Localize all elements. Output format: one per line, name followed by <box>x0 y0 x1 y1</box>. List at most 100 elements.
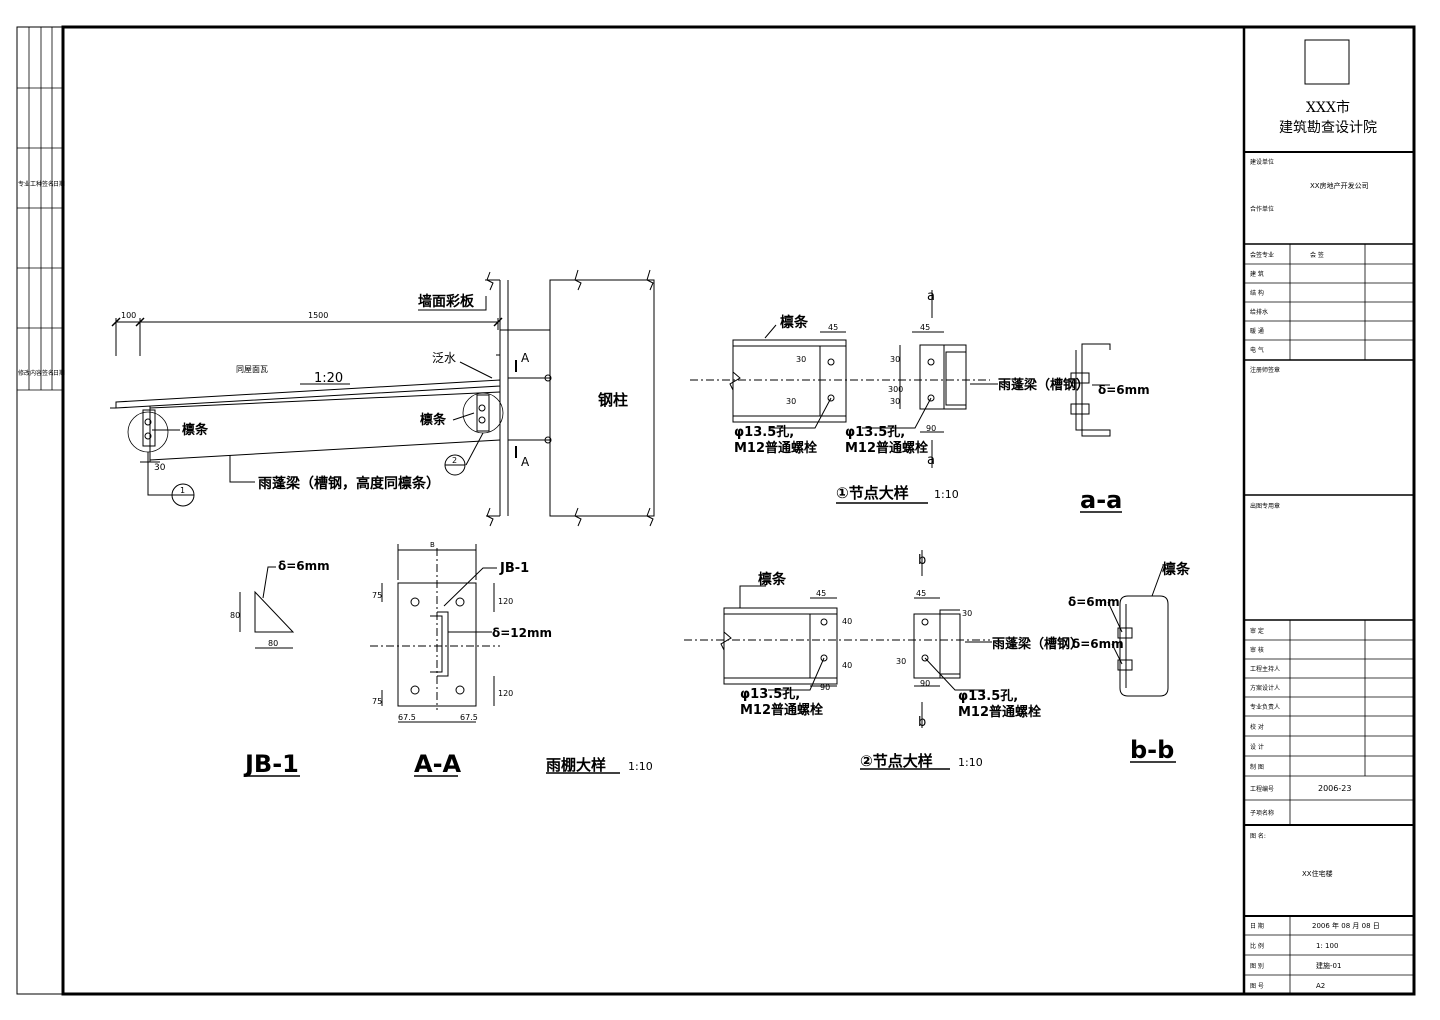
date-label: 日 期 <box>1250 922 1264 930</box>
bolt-spec: M12普通螺栓 <box>734 440 817 456</box>
dim-80: 80 <box>268 639 278 648</box>
dim-90: 90 <box>920 679 930 688</box>
bb-purlin-label: 檩条 <box>1162 561 1191 578</box>
drawing-no-label: 图 别 <box>1250 962 1264 970</box>
dim-75: 75 <box>372 591 382 600</box>
dim-30: 30 <box>890 397 900 406</box>
dim-80: 80 <box>230 611 240 620</box>
role-label: 审 定 <box>1250 627 1264 635</box>
title-block-text: XXX市 建筑勘查设计院 建设单位 XX房地产开发公司 合作单位 会签专业 会 … <box>1250 99 1380 990</box>
hole-spec: φ13.5孔, <box>958 689 1018 704</box>
node2-labels: 檩条 45 45 40 40 30 30 90 90 φ13.5孔, M12普通… <box>740 553 1191 770</box>
cut-mark-b: b <box>918 715 926 730</box>
role-label: 校 对 <box>1250 723 1264 731</box>
slope-label: 1:20 <box>314 371 343 386</box>
sheet-size-label: 图 号 <box>1250 983 1264 990</box>
bb-title: b-b <box>1130 736 1174 764</box>
section-aa-labels: B JB-1 δ=12mm 75 75 120 120 67.5 67.5 A-… <box>372 541 552 778</box>
callout-2: 2 <box>452 456 457 465</box>
scale-label: 比 例 <box>1250 942 1264 950</box>
dim-300: 300 <box>888 385 903 394</box>
dim-100: 100 <box>121 311 136 320</box>
left-margin-strip <box>17 27 63 391</box>
node2-title: ②节点大样 <box>860 752 933 770</box>
dim-40: 40 <box>842 617 852 626</box>
sheet-border <box>16 25 1416 996</box>
discipline-label: 暖 通 <box>1250 327 1264 335</box>
jb1-title: JB-1 <box>243 750 299 778</box>
date-value: 2006 年 08 月 08 日 <box>1312 921 1380 930</box>
cut-mark-a: a <box>927 453 935 468</box>
dim-90: 90 <box>926 424 936 433</box>
node2-detail <box>684 550 1176 770</box>
node1-scale: 1:10 <box>934 488 959 501</box>
margin-top-labels: 专业 工种 签名 日期 修改 内容 签名 日期 <box>18 180 65 377</box>
jb1-labels: δ=6mm 80 80 JB-1 <box>230 559 330 778</box>
node1-detail <box>690 290 1122 513</box>
drawing-name-value: XX住宅楼 <box>1302 869 1333 878</box>
role-label: 设 计 <box>1250 743 1264 751</box>
dim-90: 90 <box>820 683 830 692</box>
sheet-size-value: A2 <box>1316 982 1325 990</box>
margin-label: 日期 <box>53 369 65 377</box>
canopy-labels: 100 1500 墙面彩板 泛水 同屋面瓦 1:20 檩条 檩条 雨蓬梁（槽钢，… <box>121 293 628 495</box>
margin-label: 签名 <box>42 180 54 188</box>
aa-thickness: δ=6mm <box>1098 383 1150 397</box>
jb-ref: JB-1 <box>499 561 529 576</box>
dim-30: 30 <box>896 657 906 666</box>
section-mark-A-bottom: A <box>521 455 530 469</box>
role-label: 审 核 <box>1250 646 1264 654</box>
canopy-elevation <box>110 269 655 527</box>
aa-title: a-a <box>1080 486 1122 514</box>
node2-beam-thickness: δ=6mm <box>1072 637 1124 651</box>
margin-label: 工种 <box>30 180 42 188</box>
client-label: 建设单位 <box>1250 158 1274 166</box>
wall-panel-label: 墙面彩板 <box>418 293 475 310</box>
bolt-spec: M12普通螺栓 <box>740 702 823 718</box>
node1-beam-label: 雨蓬梁（槽钢） <box>998 377 1089 393</box>
discipline-header-value: 会 签 <box>1310 251 1324 259</box>
institute-name: XXX市 <box>1306 99 1350 116</box>
dim-45: 45 <box>916 589 926 598</box>
node1-title: ①节点大样 <box>836 484 909 502</box>
drawing-name-label: 图 名: <box>1250 832 1266 840</box>
jb1-thickness: δ=6mm <box>278 559 330 573</box>
dim-45: 45 <box>920 323 930 332</box>
logo-box <box>1304 39 1350 85</box>
hole-spec: φ13.5孔, <box>740 687 800 702</box>
section-mark-A-top: A <box>521 351 530 365</box>
callout-1: 1 <box>180 486 185 495</box>
cut-mark-a: a <box>927 289 935 304</box>
margin-label: 修改 <box>18 369 30 377</box>
margin-label: 内容 <box>30 369 42 377</box>
aa-section-title: A-A <box>414 750 462 778</box>
drawing-stamp-label: 出图专用章 <box>1250 502 1280 510</box>
flashing-label: 泛水 <box>432 351 456 365</box>
canopy-beam-label: 雨蓬梁（槽钢，高度同檩条） <box>258 475 440 492</box>
bb-thickness: δ=6mm <box>1068 595 1120 609</box>
institute-name-2: 建筑勘查设计院 <box>1279 120 1377 136</box>
dim-75: 75 <box>372 697 382 706</box>
discipline-label: 给排水 <box>1250 308 1268 316</box>
dim-1500: 1500 <box>308 311 328 320</box>
dim-120: 120 <box>498 597 513 606</box>
purlin-label: 檩条 <box>182 422 209 438</box>
canopy-detail-title: 雨棚大样 <box>546 756 606 774</box>
margin-label: 签名 <box>42 369 54 377</box>
discipline-label: 电 气 <box>1250 346 1264 354</box>
title-block <box>1244 39 1414 994</box>
node1-labels: 檩条 45 45 30 30 30 30 300 90 φ13.5孔, M12普… <box>734 289 1150 514</box>
dim-120: 120 <box>498 689 513 698</box>
dim-45: 45 <box>828 323 838 332</box>
dim-45: 45 <box>816 589 826 598</box>
bolt-spec: M12普通螺栓 <box>958 704 1041 720</box>
roof-panel-label: 同屋面瓦 <box>236 365 268 374</box>
steel-column-label: 钢柱 <box>598 391 628 409</box>
registered-stamp-label: 注册师签章 <box>1250 366 1280 374</box>
discipline-header-label: 会签专业 <box>1250 251 1274 259</box>
project-no-value: 2006-23 <box>1318 784 1351 793</box>
canopy-detail-scale: 1:10 <box>628 760 653 773</box>
role-label: 工程主持人 <box>1250 665 1280 673</box>
cut-mark-b: b <box>918 553 926 568</box>
dim-30: 30 <box>890 355 900 364</box>
